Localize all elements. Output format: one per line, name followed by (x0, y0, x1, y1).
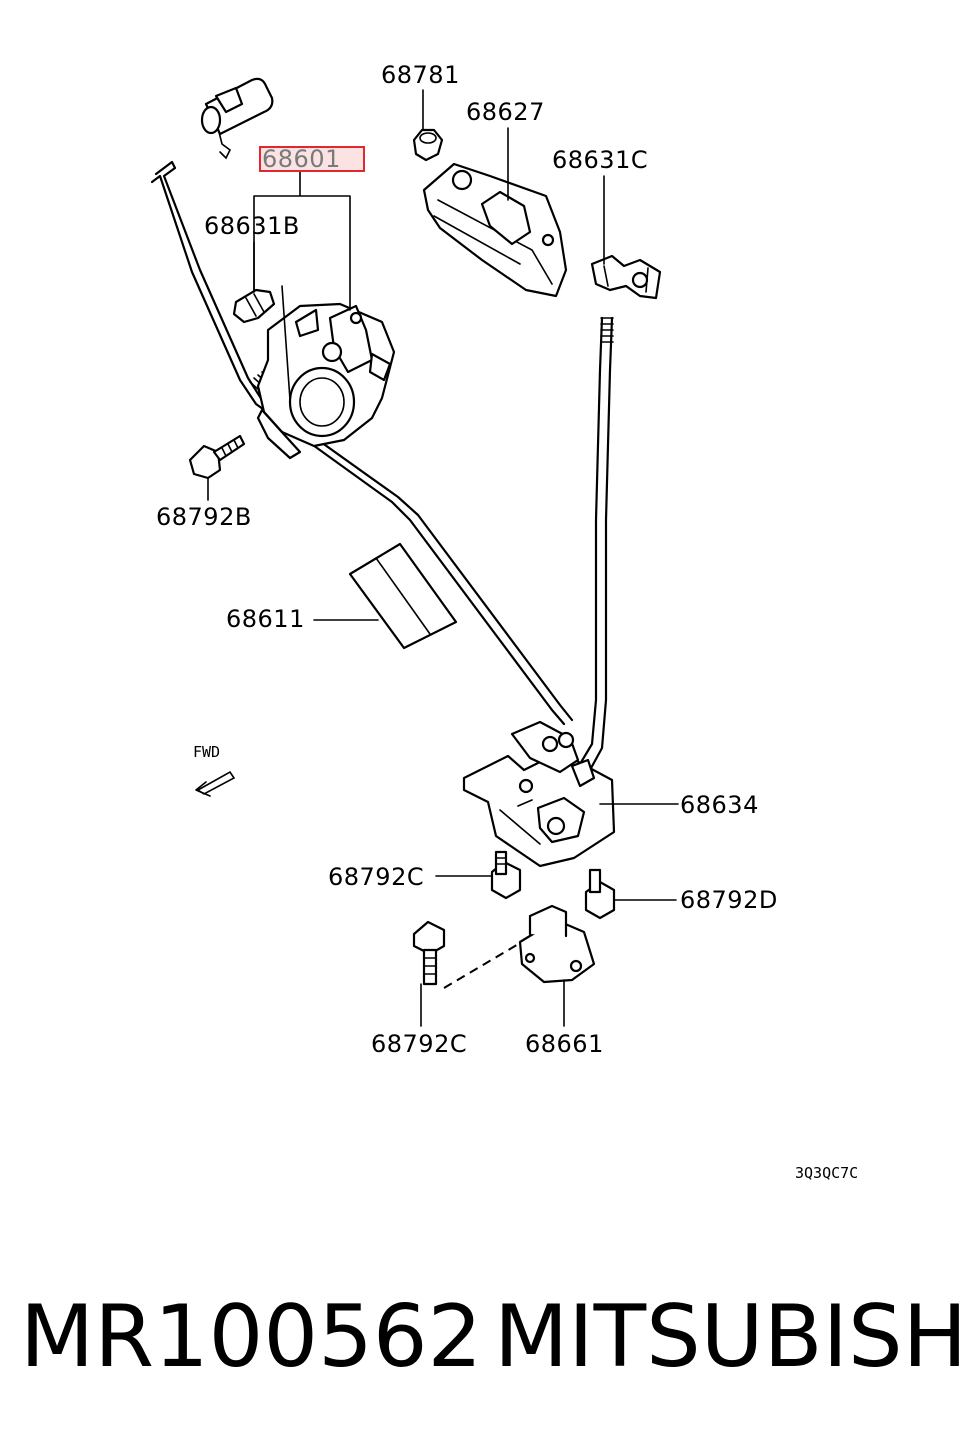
caption-brand: MITSUBISHI (494, 1287, 960, 1387)
bolt-68792b-part (188, 434, 246, 480)
label-68631c: 68631C (552, 146, 648, 174)
label-68627: 68627 (466, 98, 545, 126)
diagram-code: 3Q3QC7C (795, 1164, 858, 1182)
label-68792c-top: 68792C (328, 863, 424, 891)
label-68661: 68661 (525, 1030, 604, 1058)
label-68634: 68634 (680, 791, 759, 819)
striker-68661-part (518, 904, 596, 984)
label-68631b: 68631B (204, 212, 300, 240)
bolt-68792d-part (584, 868, 616, 920)
nut-68781-part (412, 128, 444, 162)
lock-actuator-part (256, 302, 396, 460)
bolt-68792c-bottom-part (412, 920, 533, 989)
leader-lines (207, 89, 679, 1027)
bolt-68792c-top-part (490, 850, 522, 900)
label-68792b: 68792B (156, 503, 252, 531)
label-68792c-bottom: 68792C (371, 1030, 467, 1058)
highlight-box-68601 (259, 146, 365, 172)
fwd-arrow-icon (195, 770, 236, 797)
handle-68627-part (422, 162, 568, 298)
label-68792d: 68792D (680, 886, 778, 914)
lock-cylinder-part (200, 77, 274, 160)
pad-68611-part (348, 542, 458, 650)
clip-68631b-part (232, 288, 276, 324)
latch-68634-part (462, 720, 616, 868)
handle-cable-part (578, 316, 614, 772)
caption-part-number: MR100562 (20, 1287, 482, 1387)
label-68601: 68601 (262, 145, 341, 173)
label-68611: 68611 (226, 605, 305, 633)
label-68781: 68781 (381, 61, 460, 89)
clip-68631c-part (590, 254, 662, 300)
label-fwd: FWD (193, 743, 220, 761)
